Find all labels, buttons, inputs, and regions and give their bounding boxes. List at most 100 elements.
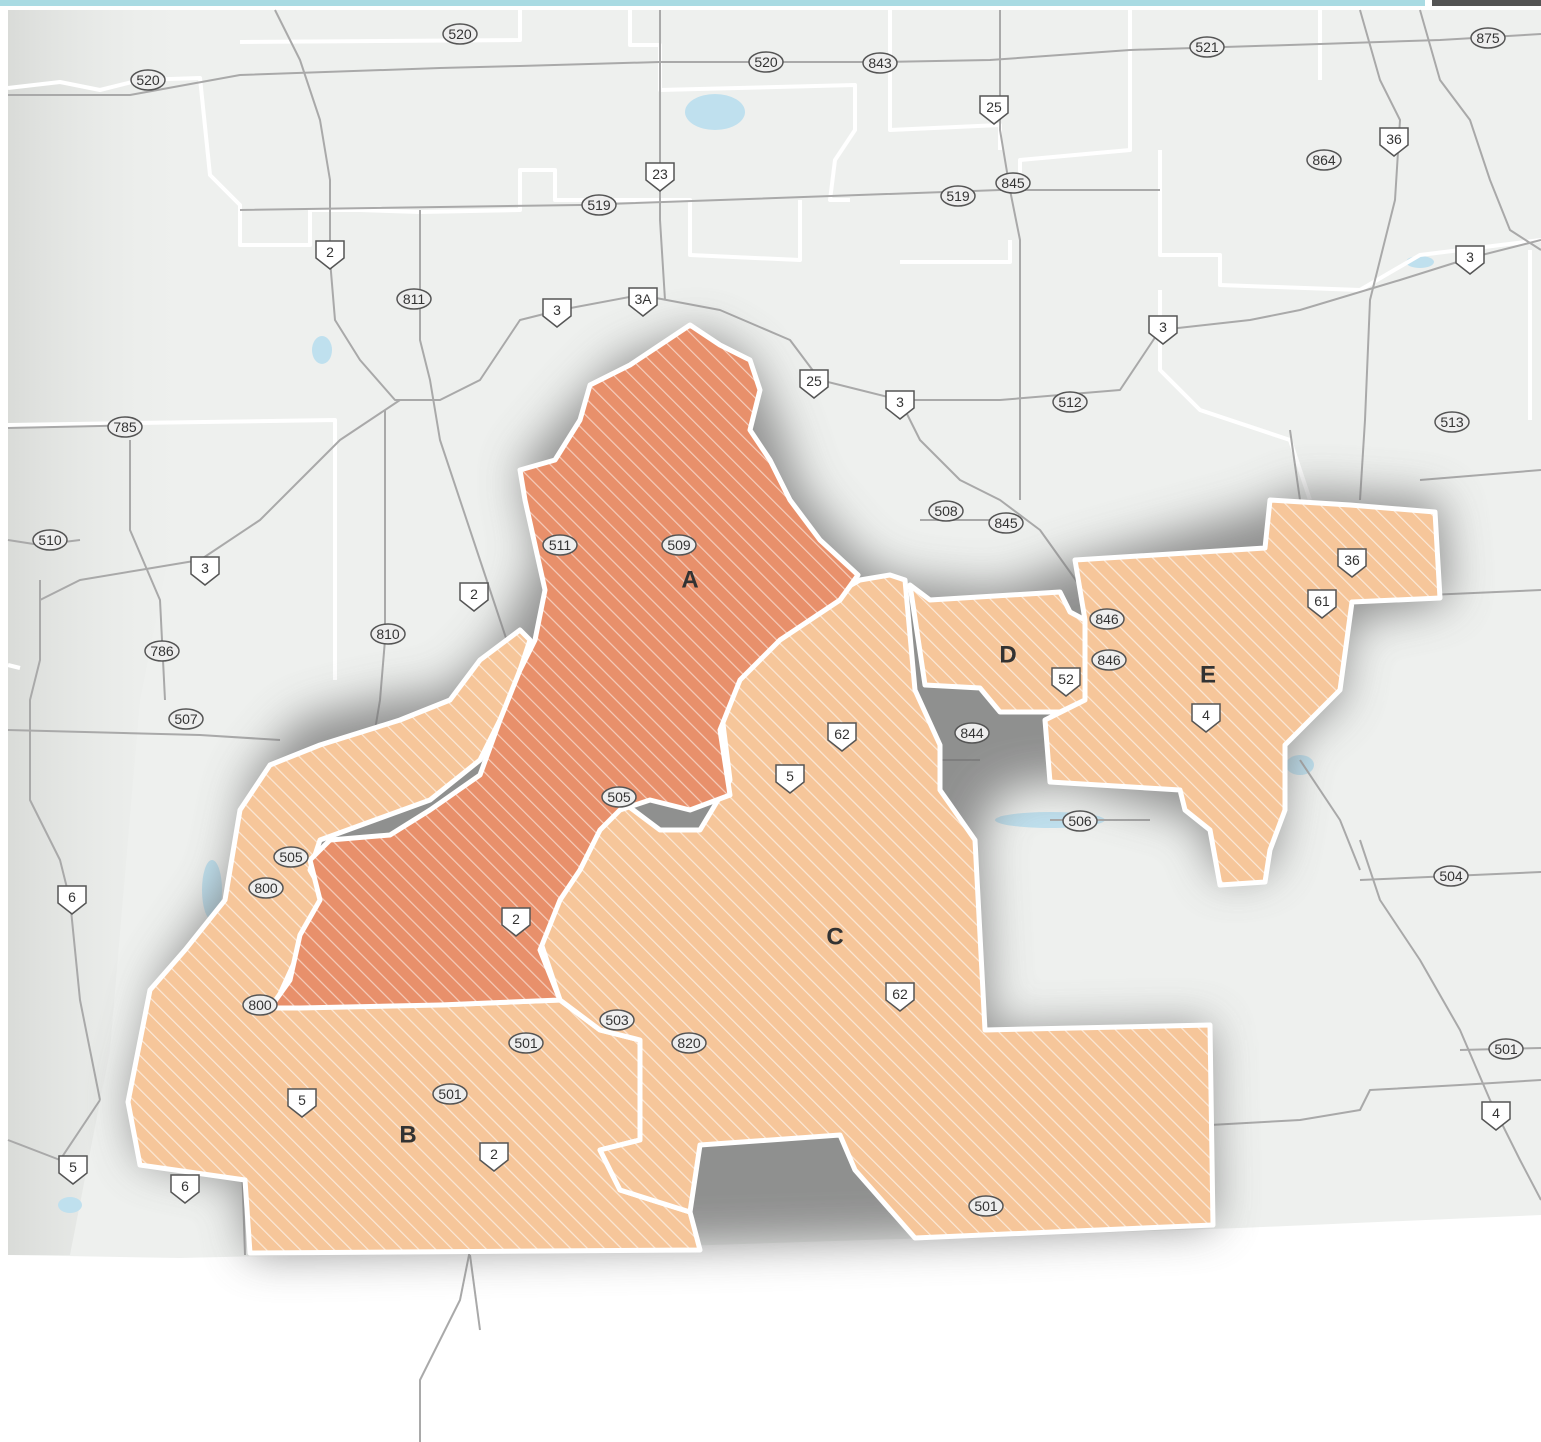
state-route-shield-icon [1051, 667, 1081, 697]
route-number: 61 [1314, 593, 1330, 609]
route-marker-520: 520 [130, 69, 166, 91]
route-number: 875 [1476, 30, 1500, 46]
state-route-shield-icon [645, 162, 675, 192]
state-route-shield-icon [628, 287, 658, 317]
route-marker-2: 2 [315, 240, 345, 270]
route-number: 3 [896, 394, 904, 410]
route-number: 503 [605, 1012, 629, 1028]
route-marker-519: 519 [581, 194, 617, 216]
state-route-shield-icon [1307, 589, 1337, 619]
route-marker-23: 23 [645, 162, 675, 192]
county-route-oval-icon [1189, 36, 1225, 58]
county-route-oval-icon [581, 194, 617, 216]
route-number: 6 [181, 1178, 189, 1194]
route-number: 3 [201, 560, 209, 576]
route-number: 785 [113, 419, 137, 435]
route-number: 4 [1492, 1105, 1500, 1121]
route-number: 25 [986, 99, 1002, 115]
zone-label-c: C [826, 924, 843, 951]
route-number: 820 [677, 1035, 701, 1051]
county-route-oval-icon [442, 23, 478, 45]
route-number: 512 [1058, 394, 1082, 410]
county-route-oval-icon [508, 1032, 544, 1054]
county-route-oval-icon [1470, 27, 1506, 49]
county-route-oval-icon [995, 172, 1031, 194]
route-number: 2 [512, 911, 520, 927]
route-marker-2: 2 [501, 907, 531, 937]
state-route-shield-icon [170, 1174, 200, 1204]
route-number: 507 [174, 711, 198, 727]
route-number: 810 [376, 626, 400, 642]
state-route-shield-icon [885, 982, 915, 1012]
route-marker-820: 820 [671, 1032, 707, 1054]
route-marker-507: 507 [168, 708, 204, 730]
route-marker-5: 5 [287, 1088, 317, 1118]
route-markers: 5205205208435218752536864235195198452811… [32, 23, 1524, 1217]
route-number: 845 [1001, 175, 1025, 191]
route-marker-811: 811 [396, 288, 432, 310]
state-route-shield-icon [1148, 315, 1178, 345]
route-number: 5 [786, 768, 794, 784]
route-marker-520: 520 [442, 23, 478, 45]
state-route-shield-icon [501, 907, 531, 937]
route-number: 786 [150, 643, 174, 659]
route-number: 2 [490, 1146, 498, 1162]
route-marker-864: 864 [1306, 149, 1342, 171]
route-number: 508 [934, 503, 958, 519]
state-route-shield-icon [1337, 548, 1367, 578]
route-number: 521 [1195, 39, 1219, 55]
county-route-oval-icon [988, 512, 1024, 534]
route-marker-521: 521 [1189, 36, 1225, 58]
route-number: 3A [634, 291, 652, 307]
state-route-shield-icon [1379, 127, 1409, 157]
county-route-oval-icon [1062, 810, 1098, 832]
route-marker-510: 510 [32, 529, 68, 551]
county-route-oval-icon [1091, 649, 1127, 671]
state-route-shield-icon [885, 390, 915, 420]
county-route-oval-icon [32, 529, 68, 551]
county-route-oval-icon [396, 288, 432, 310]
route-number: 506 [1068, 813, 1092, 829]
county-route-oval-icon [968, 1195, 1004, 1217]
route-number: 5 [69, 1159, 77, 1175]
route-marker-6: 6 [170, 1174, 200, 1204]
state-route-shield-icon [1455, 245, 1485, 275]
route-marker-25: 25 [979, 95, 1009, 125]
route-number: 3 [1466, 249, 1474, 265]
zone-label-b: B [399, 1122, 416, 1149]
county-route-oval-icon [130, 69, 166, 91]
route-marker-52: 52 [1051, 667, 1081, 697]
route-number: 519 [946, 188, 970, 204]
county-route-oval-icon [542, 534, 578, 556]
route-marker-4: 4 [1191, 703, 1221, 733]
route-marker-3: 3 [190, 556, 220, 586]
route-number: 23 [652, 166, 668, 182]
county-route-oval-icon [248, 877, 284, 899]
moderate-zones [125, 497, 1443, 1256]
county-route-oval-icon [1433, 865, 1469, 887]
route-marker-3: 3 [542, 298, 572, 328]
route-number: 843 [868, 55, 892, 71]
route-number: 6 [68, 889, 76, 905]
route-marker-5: 5 [58, 1155, 88, 1185]
zone-e-area [1042, 497, 1443, 888]
top-accent-bar-dark [1432, 0, 1541, 6]
route-marker-61: 61 [1307, 589, 1337, 619]
zone-a-area [267, 322, 861, 1011]
route-marker-519: 519 [940, 185, 976, 207]
route-number: 844 [960, 725, 984, 741]
county-route-oval-icon [1306, 149, 1342, 171]
route-marker-505: 505 [273, 846, 309, 868]
county-route-oval-icon [601, 786, 637, 808]
county-route-oval-icon [432, 1083, 468, 1105]
state-route-shield-icon [315, 240, 345, 270]
route-marker-2: 2 [479, 1142, 509, 1172]
route-number: 811 [403, 291, 426, 307]
route-number: 5 [298, 1092, 306, 1108]
county-route-oval-icon [144, 640, 180, 662]
route-number: 505 [607, 789, 631, 805]
county-route-oval-icon [1488, 1038, 1524, 1060]
county-route-oval-icon [954, 722, 990, 744]
route-marker-875: 875 [1470, 27, 1506, 49]
